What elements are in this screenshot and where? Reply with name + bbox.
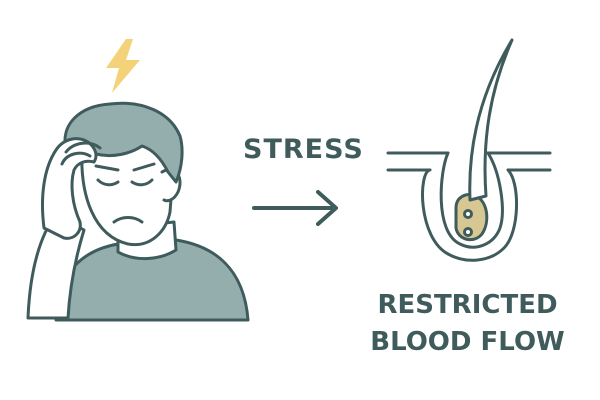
effect-label-line-2: BLOOD FLOW <box>370 327 565 357</box>
hair-follicle-icon <box>386 38 552 262</box>
effect-label-line-1: RESTRICTED <box>377 290 558 320</box>
person-left-eye <box>96 178 120 187</box>
effect-label: RESTRICTED BLOOD FLOW <box>345 287 590 361</box>
stressed-person <box>26 101 250 322</box>
person-hand <box>41 137 98 240</box>
lightning-bolt-icon <box>106 39 140 93</box>
person-right-brow <box>132 162 156 172</box>
cause-label: STRESS <box>243 134 364 165</box>
hair-shaft <box>468 38 514 202</box>
person-mouth <box>112 216 144 224</box>
blood-cell-2 <box>463 227 473 237</box>
blood-cell-1 <box>463 209 473 219</box>
person-right-eye <box>130 178 154 187</box>
person-finger-2 <box>60 151 92 166</box>
right-arrow-icon <box>252 190 338 226</box>
person-left-brow <box>94 164 120 172</box>
person-finger-1 <box>64 141 102 154</box>
